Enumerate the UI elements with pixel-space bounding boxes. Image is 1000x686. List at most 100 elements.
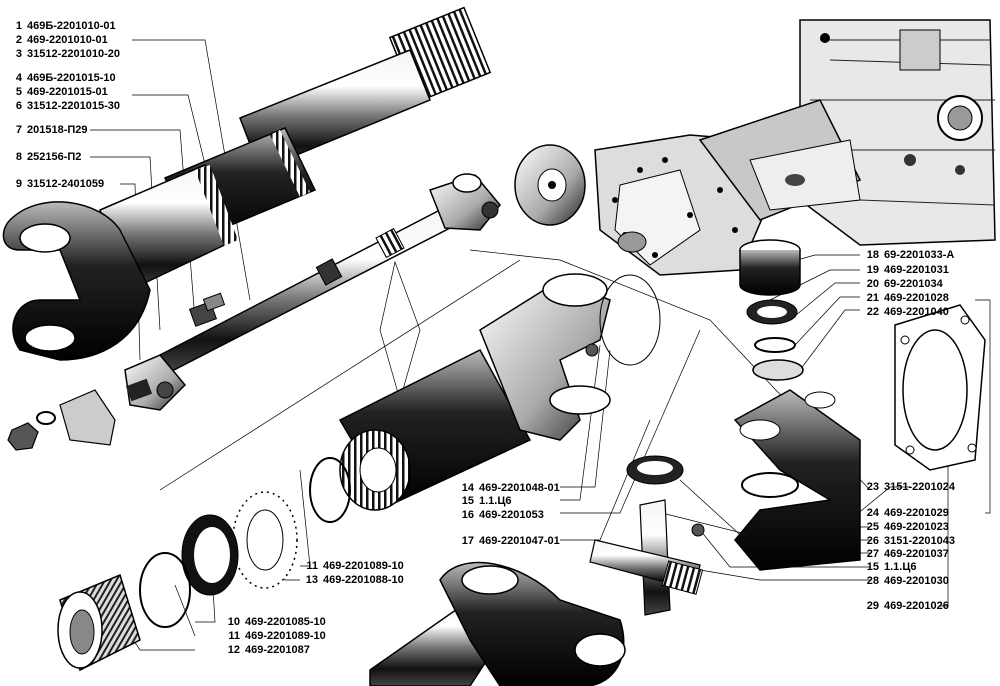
callout-4: 4 469Б-2201015-10 bbox=[8, 72, 116, 84]
callout-part-number: 469-2201023 bbox=[884, 521, 949, 533]
callout-part-number: 469-2201089-10 bbox=[323, 560, 404, 572]
callout-number: 21 bbox=[866, 292, 879, 304]
callout-number: 14 bbox=[461, 482, 474, 494]
callout-number: 11 bbox=[228, 630, 240, 642]
callout-part-number: 469-2201010-01 bbox=[27, 34, 108, 46]
callout-number: 26 bbox=[866, 535, 879, 547]
callout-part-number: 469-2201037 bbox=[884, 548, 949, 560]
callout-part-number: 469Б-2201010-01 bbox=[27, 20, 116, 32]
callout-number: 22 bbox=[866, 306, 879, 318]
small-fasteners bbox=[7, 292, 226, 451]
callout-1: 1 469Б-2201010-01 bbox=[8, 20, 116, 32]
bearing-cups bbox=[739, 239, 804, 381]
callout-part-number: 31512-2201010-20 bbox=[27, 48, 120, 60]
callout-7: 7 201518-П29 bbox=[8, 124, 88, 136]
callout-number: 15 bbox=[866, 561, 879, 573]
callout-15: 15 1.1.Ц6 bbox=[460, 495, 512, 507]
callout-11: 11 469-2201089-10 bbox=[226, 630, 326, 642]
callout-number: 9 bbox=[15, 178, 22, 190]
callout-17: 17 469-2201047-01 bbox=[460, 535, 560, 547]
callout-19: 19 469-2201031 bbox=[865, 264, 949, 276]
callout-number: 10 bbox=[227, 616, 240, 628]
callout-part-number: 201518-П29 bbox=[27, 124, 88, 136]
callout-number: 8 bbox=[15, 151, 22, 163]
callout-15: 15 1.1.Ц6 bbox=[865, 561, 917, 573]
gasket bbox=[894, 304, 986, 471]
callout-18: 18 69-2201033-А bbox=[865, 249, 955, 261]
yoke-closeup bbox=[369, 561, 626, 686]
callout-number: 2 bbox=[15, 34, 22, 46]
callout-5: 5 469-2201015-01 bbox=[8, 86, 108, 98]
propeller-shaft bbox=[124, 173, 501, 411]
callout-number: 18 bbox=[866, 249, 879, 261]
callout-number: 3 bbox=[15, 48, 22, 60]
callout-number: 1 bbox=[15, 20, 22, 32]
callout-21: 21 469-2201028 bbox=[865, 292, 949, 304]
transfer-case bbox=[514, 99, 862, 276]
callout-number: 7 bbox=[15, 124, 22, 136]
callout-number: 19 bbox=[866, 264, 879, 276]
callout-8: 8 252156-П2 bbox=[8, 151, 82, 163]
callout-part-number: 3151-2201024 bbox=[884, 481, 955, 493]
yoke-left bbox=[2, 201, 151, 361]
callout-number: 15 bbox=[461, 495, 474, 507]
callout-part-number: 469-2201026 bbox=[884, 600, 949, 612]
callout-number: 11 bbox=[306, 560, 318, 572]
callout-23: 23 3151-2201024 bbox=[865, 481, 955, 493]
callout-29: 29 469-2201026 bbox=[865, 600, 949, 612]
callout-part-number: 252156-П2 bbox=[27, 151, 82, 163]
callout-part-number: 469-2201085-10 bbox=[245, 616, 326, 628]
callout-part-number: 469-2201031 bbox=[884, 264, 949, 276]
callout-number: 20 bbox=[866, 278, 879, 290]
callout-part-number: 469-2201088-10 bbox=[323, 574, 404, 586]
callout-part-number: 469-2201030 bbox=[884, 575, 949, 587]
splined-shaft-assembly bbox=[99, 6, 492, 292]
callout-22: 22 469-2201040 bbox=[865, 306, 949, 318]
callout-number: 25 bbox=[866, 521, 879, 533]
callout-part-number: 469-2201048-01 bbox=[479, 482, 560, 494]
callout-part-number: 469-2201047-01 bbox=[479, 535, 560, 547]
callout-3: 3 31512-2201010-20 bbox=[8, 48, 120, 60]
callout-number: 28 bbox=[866, 575, 879, 587]
callout-number: 13 bbox=[305, 574, 318, 586]
callout-part-number: 469Б-2201015-10 bbox=[27, 72, 116, 84]
callout-part-number: 1.1.Ц6 bbox=[884, 561, 917, 573]
callout-part-number: 31512-2201015-30 bbox=[27, 100, 120, 112]
callout-part-number: 1.1.Ц6 bbox=[479, 495, 512, 507]
callout-number: 29 bbox=[866, 600, 879, 612]
callout-number: 5 bbox=[15, 86, 22, 98]
callout-part-number: 69-2201033-А bbox=[884, 249, 955, 261]
callout-16: 16 469-2201053 bbox=[460, 509, 544, 521]
callout-number: 17 bbox=[461, 535, 474, 547]
callout-part-number: 469-2201029 bbox=[884, 507, 949, 519]
callout-25: 25 469-2201023 bbox=[865, 521, 949, 533]
callout-10: 10 469-2201085-10 bbox=[226, 616, 326, 628]
callout-9: 9 31512-2401059 bbox=[8, 178, 104, 190]
callout-part-number: 469-2201015-01 bbox=[27, 86, 108, 98]
callout-26: 26 3151-2201043 bbox=[865, 535, 955, 547]
sleeve-yoke bbox=[338, 273, 661, 511]
spider-cross bbox=[589, 455, 705, 616]
callout-14: 14 469-2201048-01 bbox=[460, 482, 560, 494]
callout-part-number: 469-2201087 bbox=[245, 644, 310, 656]
callout-11: 11 469-2201089-10 bbox=[304, 560, 404, 572]
callout-part-number: 3151-2201043 bbox=[884, 535, 955, 547]
callout-part-number: 469-2201089-10 bbox=[245, 630, 326, 642]
callout-part-number: 69-2201034 bbox=[884, 278, 943, 290]
callout-number: 16 bbox=[461, 509, 474, 521]
callout-part-number: 469-2201053 bbox=[479, 509, 544, 521]
callout-part-number: 31512-2401059 bbox=[27, 178, 105, 190]
callout-part-number: 469-2201028 bbox=[884, 292, 949, 304]
flange-yoke bbox=[733, 389, 861, 571]
callout-number: 23 bbox=[866, 481, 879, 493]
callout-part-number: 469-2201040 bbox=[884, 306, 949, 318]
rings-and-nut bbox=[57, 457, 351, 672]
callout-28: 28 469-2201030 bbox=[865, 575, 949, 587]
callout-number: 4 bbox=[15, 72, 22, 84]
